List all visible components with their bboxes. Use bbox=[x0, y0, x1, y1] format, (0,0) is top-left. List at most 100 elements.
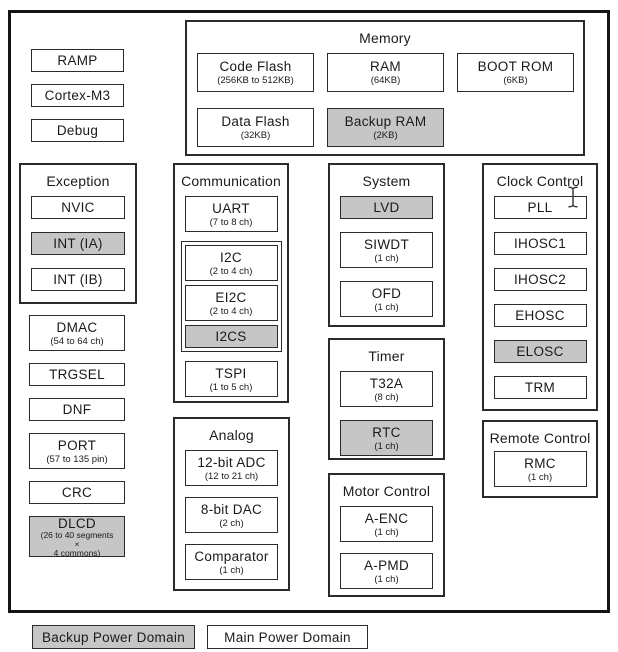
block-label: INT (IB) bbox=[53, 272, 103, 287]
block-label: Cortex-M3 bbox=[44, 88, 111, 103]
block-uart: UART(7 to 8 ch) bbox=[184, 196, 278, 232]
block-nvic: NVIC bbox=[31, 196, 125, 219]
block-sub-label: (2KB) bbox=[373, 130, 398, 141]
memory-boxes: Code Flash(256KB to 512KB) RAM(64KB) BOOT … bbox=[187, 53, 583, 147]
block-sub-label: (54 to 64 ch) bbox=[50, 335, 104, 347]
block-comparator: Comparator(1 ch) bbox=[185, 544, 278, 580]
timer-boxes: T32A(8 ch)RTC(1 ch) bbox=[330, 371, 443, 456]
block-a-pmd: A-PMD(1 ch) bbox=[340, 553, 433, 589]
block-label: Backup Power Domain bbox=[41, 629, 185, 645]
block-sub-label: (7 to 8 ch) bbox=[209, 216, 253, 228]
block-label: LVD bbox=[373, 200, 400, 215]
block-label: RMC bbox=[524, 455, 556, 471]
block-i2c: I2C(2 to 4 ch) bbox=[184, 245, 278, 281]
block-label: Debug bbox=[56, 123, 99, 138]
block-label: I2C bbox=[220, 249, 242, 265]
block-label: T32A bbox=[369, 375, 404, 391]
block-boot-rom: BOOT ROM(6KB) bbox=[457, 53, 574, 92]
block-label: TRGSEL bbox=[49, 367, 105, 382]
power-domain-legend: Backup Power Domain Main Power Domain bbox=[32, 625, 368, 649]
block-backup-power-domain: Backup Power Domain bbox=[32, 625, 195, 649]
block-trm: TRM bbox=[493, 376, 587, 399]
analog-group: Analog 12-bit ADC(12 to 21 ch)8-bit DAC(… bbox=[173, 417, 290, 591]
block-label: BOOT ROM bbox=[477, 59, 554, 74]
block-ram: RAM(64KB) bbox=[327, 53, 444, 92]
block-label: TSPI bbox=[215, 365, 247, 381]
block-label: Comparator bbox=[194, 548, 269, 564]
block-sub-label: (32KB) bbox=[240, 130, 271, 141]
block-port: PORT(57 to 135 pin) bbox=[29, 433, 125, 469]
communication-group: Communication UART(7 to 8 ch) I2C(2 to 4… bbox=[173, 163, 289, 403]
block-tspi: TSPI(1 to 5 ch) bbox=[184, 361, 278, 397]
block-label: DNF bbox=[62, 402, 92, 417]
peripheral-column: DMAC(54 to 64 ch) TRGSEL DNF PORT(57 to 135… bbox=[29, 315, 125, 557]
block-label: PORT bbox=[57, 437, 97, 453]
block-sub-label: (64KB) bbox=[370, 75, 401, 86]
block-sub-label: (57 to 135 pin) bbox=[46, 453, 108, 465]
block-ramp: RAMP bbox=[31, 49, 124, 72]
block-label: ELOSC bbox=[516, 344, 564, 359]
block-sub-label: (1 ch) bbox=[374, 252, 399, 264]
block-label: Backup RAM bbox=[344, 114, 427, 129]
block-sub-label: (26 to 40 segments bbox=[40, 529, 114, 540]
block-a-enc: A-ENC(1 ch) bbox=[340, 506, 433, 542]
block-pll: PLL bbox=[493, 196, 587, 219]
block-debug: Debug bbox=[31, 119, 124, 142]
block-main-power-domain: Main Power Domain bbox=[207, 625, 368, 649]
block-label: CRC bbox=[61, 485, 93, 500]
block-sub-label: (2 ch) bbox=[219, 517, 244, 529]
block-backup-ram: Backup RAM(2KB) bbox=[327, 108, 444, 147]
block-elosc: ELOSC bbox=[493, 340, 587, 363]
exception-group: Exception NVIC INT (IA) INT (IB) bbox=[19, 163, 137, 304]
remote-control-group: Remote Control RMC(1 ch) bbox=[482, 420, 598, 498]
block-label: EHOSC bbox=[515, 308, 565, 323]
block-sub-label: (1 ch) bbox=[527, 471, 553, 483]
group-title-memory: Memory bbox=[359, 30, 411, 46]
block-label: A-ENC bbox=[364, 510, 409, 526]
block-label: I2CS bbox=[215, 329, 247, 344]
group-title-communication: Communication bbox=[181, 173, 281, 189]
block-label: NVIC bbox=[61, 200, 95, 215]
motor-control-boxes: A-ENC(1 ch)A-PMD(1 ch) bbox=[330, 506, 443, 589]
block-sub-label: (1 ch) bbox=[374, 573, 399, 585]
block-rmc: RMC(1 ch) bbox=[493, 451, 587, 487]
block-int-ib: INT (IB) bbox=[31, 268, 125, 291]
block-label: IHOSC1 bbox=[513, 236, 567, 251]
block-label: SIWDT bbox=[364, 236, 409, 252]
block-label: RTC bbox=[372, 424, 401, 440]
block-sub-label: (1 ch) bbox=[219, 564, 244, 576]
block-i2cs: I2CS bbox=[184, 325, 278, 348]
block-sub-label: 4 commons) bbox=[53, 547, 101, 558]
motor-control-group: Motor Control A-ENC(1 ch)A-PMD(1 ch) bbox=[328, 473, 445, 597]
block-code-flash: Code Flash(256KB to 512KB) bbox=[197, 53, 314, 92]
block-label: IHOSC2 bbox=[513, 272, 567, 287]
block-sub-label: (1 to 5 ch) bbox=[209, 381, 253, 393]
group-title-exception: Exception bbox=[46, 173, 110, 189]
block-ihosc2: IHOSC2 bbox=[493, 268, 587, 291]
block-sub-label: (12 to 21 ch) bbox=[204, 470, 259, 482]
block-int-ia: INT (IA) bbox=[31, 232, 125, 255]
block-crc: CRC bbox=[29, 481, 125, 504]
remote-control-boxes: RMC(1 ch) bbox=[484, 451, 596, 487]
block-sub-label: (2 to 4 ch) bbox=[209, 305, 253, 317]
block-cortex-m3: Cortex-M3 bbox=[31, 84, 124, 107]
block-sub-label: (1 ch) bbox=[374, 526, 399, 538]
block-dlcd: DLCD(26 to 40 segments×4 commons) bbox=[29, 516, 125, 557]
block-sub-label: (2 to 4 ch) bbox=[209, 265, 253, 277]
block-dnf: DNF bbox=[29, 398, 125, 421]
block-12-bit-adc: 12-bit ADC(12 to 21 ch) bbox=[185, 450, 278, 486]
block-sub-label: (256KB to 512KB) bbox=[217, 75, 294, 86]
block-label: Code Flash bbox=[219, 59, 292, 74]
block-dmac: DMAC(54 to 64 ch) bbox=[29, 315, 125, 351]
block-label: UART bbox=[212, 200, 250, 216]
group-title-analog: Analog bbox=[209, 427, 254, 443]
block-trgsel: TRGSEL bbox=[29, 363, 125, 386]
block-ihosc1: IHOSC1 bbox=[493, 232, 587, 255]
block-label: 12-bit ADC bbox=[197, 454, 266, 470]
block-label: DMAC bbox=[56, 319, 98, 335]
block-siwdt: SIWDT(1 ch) bbox=[340, 232, 433, 268]
